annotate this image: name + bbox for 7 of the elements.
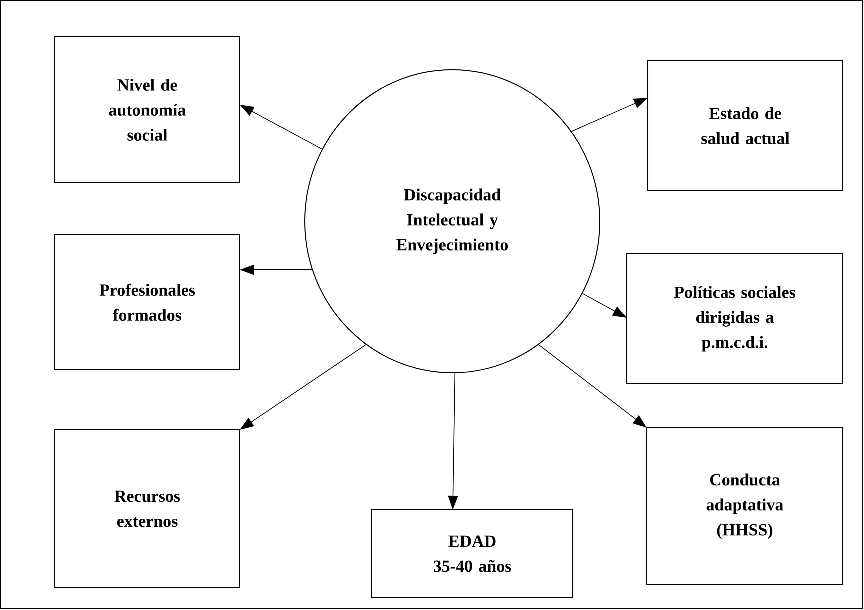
text-box: Nivel de autonomía social	[54, 36, 240, 184]
text-box: EDAD 35-40 años	[372, 510, 574, 598]
text-box: Profesionales formados	[54, 234, 240, 370]
text-box: Conducta adaptativa (HHSS)	[646, 428, 844, 586]
text-box: Recursos externos	[54, 430, 240, 588]
text-box: Estado de salud actual	[648, 60, 844, 192]
text-box: Políticas sociales dirigidas a p.m.c.d.i.	[626, 254, 844, 384]
